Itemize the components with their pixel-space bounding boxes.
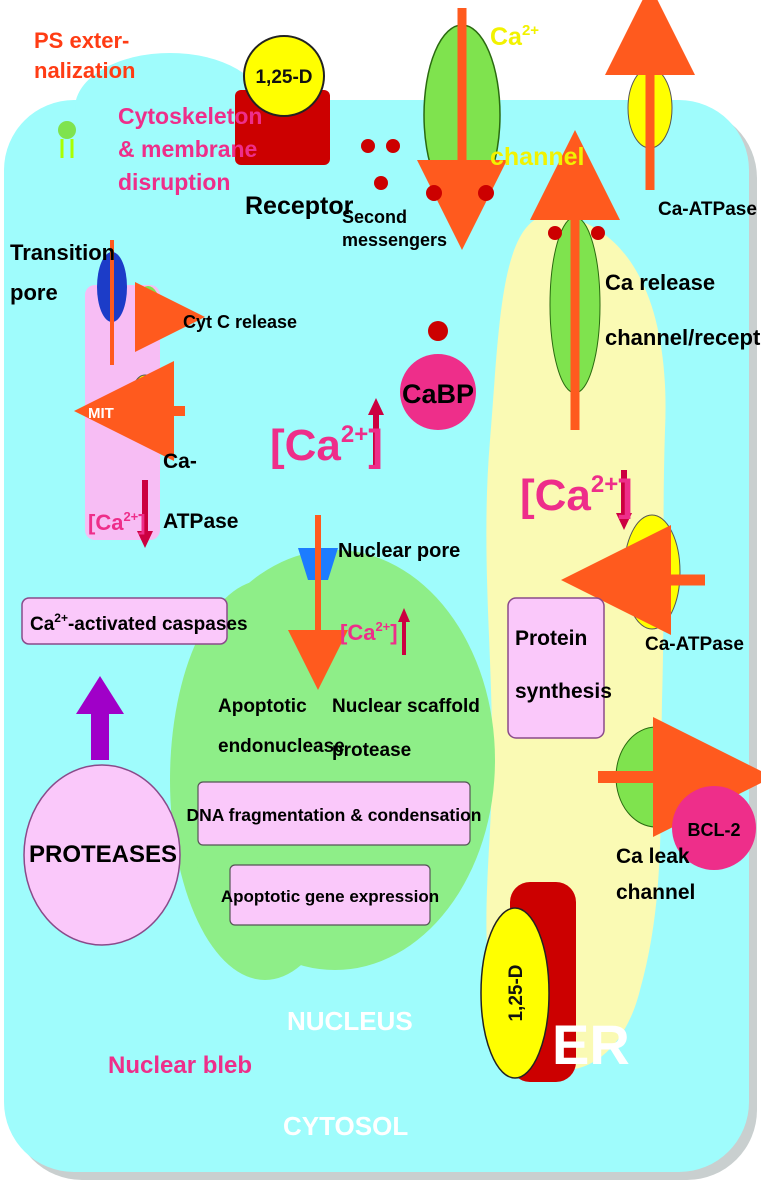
cytoskeleton-label-1: Cytoskeleton — [118, 103, 262, 129]
cytosol-label: CYTOSOL — [283, 1111, 408, 1141]
proteases-label: PROTEASES — [29, 841, 177, 868]
ca-channel-label-top: Ca2+ — [490, 22, 539, 51]
cytoskeleton-label-2: & membrane — [118, 136, 257, 162]
cytc-release-label: Cyt C release — [183, 312, 297, 332]
ca-channel-dot-1 — [426, 185, 442, 201]
ca-release-label-1: Ca release — [605, 270, 715, 295]
protein-synthesis-box — [508, 598, 604, 738]
er-ca-atpase — [624, 515, 680, 629]
bcl2-label: BCL-2 — [688, 820, 741, 840]
ca-leak-label-1: Ca leak — [616, 845, 690, 868]
vitd-top-label: 1,25-D — [255, 67, 312, 88]
ca-release-dot-1 — [548, 226, 562, 240]
protein-synthesis-label-2: synthesis — [515, 680, 612, 703]
ps-label-line2: nalization — [34, 58, 135, 83]
second-messengers-1: Second — [342, 207, 407, 227]
second-messenger-dot — [374, 176, 388, 190]
transition-pore-label-2: pore — [10, 280, 58, 305]
ca-release-dot-2 — [591, 226, 605, 240]
apoptotic-endonuclease-1: Apoptotic — [218, 696, 307, 717]
nuclear-scaffold-2: protease — [332, 740, 411, 761]
mit-label: MIT — [88, 405, 114, 422]
ca-release-label-2: channel/receptor — [605, 325, 761, 350]
er-atpase-label: Ca-ATPase — [645, 634, 744, 655]
ca-leak-label-2: channel — [616, 881, 695, 904]
vitd-er-label: 1,25-D — [506, 964, 527, 1021]
nuclear-pore-label: Nuclear pore — [338, 540, 460, 562]
ps-lipid-head — [58, 121, 76, 139]
transition-pore-label-1: Transition — [10, 240, 115, 265]
cabp-label: CaBP — [402, 379, 474, 409]
protein-synthesis-label-1: Protein — [515, 627, 587, 650]
pm-atpase-label: Ca-ATPase — [658, 199, 757, 220]
cytoskeleton-label-3: disruption — [118, 169, 230, 195]
receptor-label: Receptor — [245, 192, 354, 220]
second-messenger-dot — [361, 139, 375, 153]
nuclear-bleb-label: Nuclear bleb — [108, 1052, 252, 1079]
mito-atpase-label-1: Ca- — [163, 450, 197, 473]
cyt-c-channel — [136, 286, 160, 328]
ca-channel-dot-2 — [478, 185, 494, 201]
mito-atpase-label-2: ATPase — [163, 510, 238, 533]
second-messengers-2: messengers — [342, 230, 447, 250]
ca-channel-label-bottom: channel — [490, 143, 584, 171]
cabp-bound-ca — [428, 321, 448, 341]
dna-fragmentation-label: DNA fragmentation & condensation — [187, 805, 482, 825]
er-label: ER — [552, 1013, 630, 1076]
second-messenger-dot — [386, 139, 400, 153]
ps-label-line1: PS exter- — [34, 28, 129, 53]
apoptotic-endonuclease-2: endonuclease — [218, 736, 345, 757]
gene-expression-label: Apoptotic gene expression — [221, 887, 439, 906]
nuclear-scaffold-1: Nuclear scaffold — [332, 696, 480, 717]
nucleus-label: NUCLEUS — [287, 1006, 413, 1036]
